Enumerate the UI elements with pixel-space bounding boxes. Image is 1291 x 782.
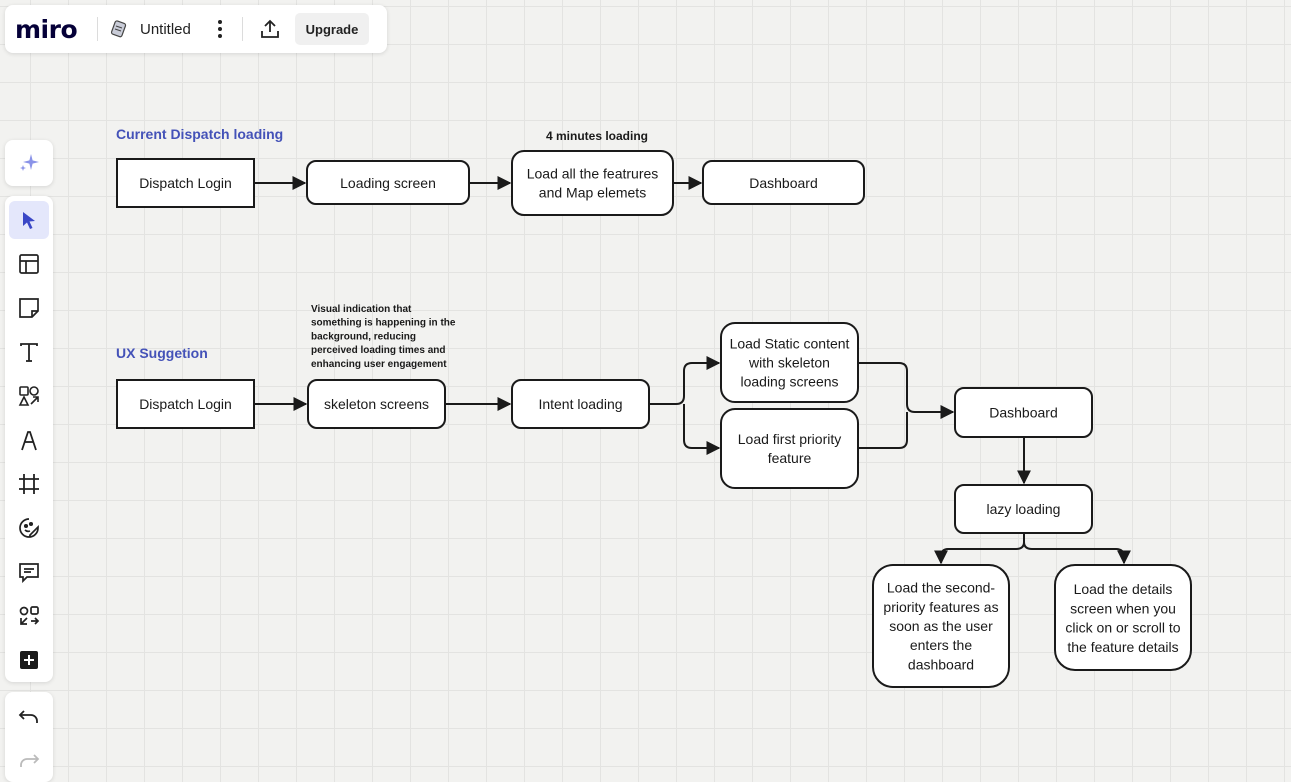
annotation-visual-indication: Visual indication that something is happe… — [311, 304, 456, 370]
pen-icon[interactable] — [9, 421, 49, 459]
text-icon[interactable] — [9, 333, 49, 371]
connectors — [255, 176, 1131, 565]
node-box-load-second — [872, 564, 1010, 688]
node-label-s-first: Load first priority — [738, 431, 841, 447]
mindmap-icon[interactable] — [9, 597, 49, 635]
node-label-s-dashboard: Dashboard — [989, 405, 1058, 421]
board-icon[interactable] — [110, 20, 128, 38]
node-label-c-login: Dispatch Login — [139, 175, 232, 191]
tools-panel — [5, 196, 53, 682]
node-box-dashboard-suggest — [954, 387, 1093, 438]
templates-icon[interactable] — [9, 245, 49, 283]
connector-static-dashboard — [859, 362, 955, 419]
node-label-s-first: feature — [768, 450, 812, 466]
node-box-skeleton-screens — [307, 379, 446, 429]
select-cursor-icon[interactable] — [9, 201, 49, 239]
node-box-dispatch-login-suggest — [116, 379, 255, 429]
node-box-dashboard-current — [702, 160, 865, 205]
shapes-icon[interactable] — [9, 377, 49, 415]
sticky-note-icon[interactable] — [9, 289, 49, 327]
node-box-load-static — [720, 322, 859, 403]
node-label-s-static: Load Static content — [730, 335, 850, 351]
export-icon[interactable] — [255, 14, 285, 44]
miro-logo[interactable]: miro — [15, 14, 78, 44]
add-more-icon[interactable] — [9, 641, 49, 679]
divider — [97, 17, 98, 41]
annotation-line: background, reducing — [311, 331, 416, 342]
node-label-s-second: enters the — [910, 637, 972, 653]
node-box-load-first — [720, 408, 859, 489]
frame-icon[interactable] — [9, 465, 49, 503]
node-label-s-second: Load the second- — [887, 580, 996, 596]
annotation-line: something is happening in the — [311, 318, 456, 329]
node-label-s-second: priority features as — [883, 599, 998, 615]
node-labels: Dispatch Login Loading screen Load all the… — [139, 165, 1181, 672]
annotation-line: enhancing user engagement — [311, 359, 447, 370]
node-label-c-loadall: and Map elemets — [539, 185, 646, 201]
connector-first-dashboard — [859, 412, 908, 449]
history-panel — [5, 692, 53, 782]
node-label-s-intent: Intent loading — [538, 396, 622, 412]
connector-lazy-second — [934, 534, 1025, 565]
redo-icon[interactable] — [9, 742, 49, 780]
node-label-s-details: Load the details — [1074, 581, 1173, 597]
section-heading-suggestion: UX Suggetion — [116, 345, 208, 361]
connector-intent-static — [650, 356, 721, 405]
node-label-c-loadall: Load all the featrures — [527, 165, 659, 181]
board-canvas[interactable]: Current Dispatch loading 4 minutes loadi… — [0, 0, 1291, 765]
node-label-s-details: the feature details — [1067, 639, 1178, 655]
node-label-s-static: with skeleton — [748, 355, 830, 371]
board-title[interactable]: Untitled — [140, 20, 191, 38]
nodes — [116, 150, 1192, 688]
node-box-lazy-loading — [954, 484, 1093, 534]
node-label-s-details: screen when you — [1070, 600, 1176, 616]
more-options-icon[interactable] — [210, 15, 230, 43]
ai-sparkle-icon[interactable] — [9, 144, 49, 182]
section-heading-current: Current Dispatch loading — [116, 126, 283, 142]
node-label-s-skeleton: skeleton screens — [324, 396, 429, 412]
ai-panel — [5, 140, 53, 186]
node-box-dispatch-login-current — [116, 158, 255, 208]
node-box-loading-screen — [306, 160, 470, 205]
undo-icon[interactable] — [9, 698, 49, 736]
stickers-icon[interactable] — [9, 509, 49, 547]
node-label-c-dashboard: Dashboard — [749, 175, 818, 191]
divider — [242, 17, 243, 41]
top-bar: miro Untitled Upgrade — [5, 5, 387, 53]
node-label-s-second: soon as the user — [889, 618, 993, 634]
annotation-line: perceived loading times and — [311, 345, 445, 356]
node-label-c-loading: Loading screen — [340, 175, 436, 191]
node-label-s-login: Dispatch Login — [139, 396, 232, 412]
annotation-line: Visual indication that — [311, 304, 412, 315]
node-box-load-all-features — [511, 150, 674, 216]
annotation-4-minutes: 4 minutes loading — [546, 129, 648, 143]
node-label-s-static: loading screens — [740, 374, 838, 390]
connector-intent-first — [683, 404, 721, 455]
node-label-s-second: dashboard — [908, 656, 974, 672]
node-label-s-lazy: lazy loading — [987, 501, 1061, 517]
upgrade-button[interactable]: Upgrade — [295, 13, 369, 45]
node-box-intent-loading — [511, 379, 650, 429]
node-box-load-details — [1054, 564, 1192, 671]
comment-icon[interactable] — [9, 553, 49, 591]
connector-lazy-details — [1023, 541, 1131, 565]
node-label-s-details: click on or scroll to — [1065, 620, 1180, 636]
